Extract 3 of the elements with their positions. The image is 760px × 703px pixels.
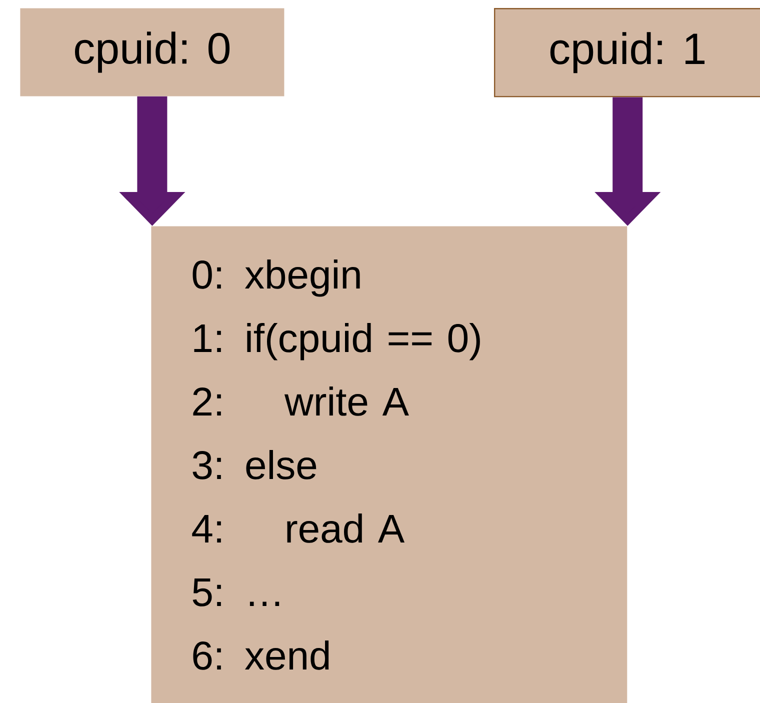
label-box: cpuid: 0 bbox=[20, 8, 284, 96]
label-box: cpuid: 1 bbox=[494, 8, 760, 98]
code-box: 0: xbegin 1: if(cpuid == 0) 2: write A 3: else 4: read A 5: … 6: xend bbox=[151, 226, 628, 703]
